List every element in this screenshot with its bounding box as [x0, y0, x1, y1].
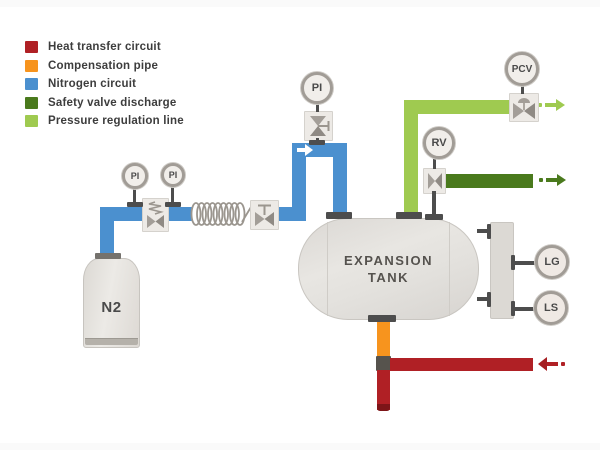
tank-label-line2: TANK — [367, 270, 410, 285]
heat-transfer-pipe-end — [377, 404, 390, 411]
safety-arrow-dot — [539, 178, 543, 182]
n2-bottle-label: N2 — [101, 298, 122, 316]
legend-label: Pressure regulation line — [48, 115, 184, 127]
rv-gauge-label: RV — [431, 137, 447, 149]
regulator-valve-icon — [147, 201, 164, 228]
level-gauge-column — [490, 222, 514, 319]
pcv-valve — [509, 93, 539, 122]
lg-instrument: LG — [535, 245, 569, 279]
tank-column-stem-lower — [477, 297, 490, 301]
legend: Heat transfer circuit Compensation pipe … — [25, 38, 184, 131]
pi2-stem — [171, 186, 174, 204]
regulation-arrow-shaft — [545, 103, 556, 107]
pi1-stem — [133, 187, 136, 204]
column-tick — [487, 224, 491, 239]
lg-stem — [512, 261, 535, 265]
pi-gauge-1-label: PI — [130, 171, 140, 181]
tank-top-flange-nitrogen — [326, 212, 352, 219]
regulation-arrow-dot — [538, 103, 542, 107]
expansion-tank: EXPANSION TANK — [298, 218, 479, 320]
pipe-junction — [376, 356, 391, 371]
legend-item-pressure-regulation: Pressure regulation line — [25, 112, 184, 130]
rv-gauge: RV — [423, 127, 455, 159]
legend-label: Nitrogen circuit — [48, 78, 137, 90]
nitrogen-pipe-riser-up — [292, 143, 306, 221]
heat-transfer-arrow-shaft — [547, 362, 558, 366]
pi-gauge-2: PI — [161, 163, 185, 187]
legend-label: Heat transfer circuit — [48, 41, 161, 53]
safety-arrow-shaft — [546, 178, 557, 182]
control-valve-icon — [513, 97, 535, 119]
rv-stem-upper — [433, 158, 436, 169]
pcv-gauge-label: PCV — [511, 63, 533, 75]
bottom-border — [0, 443, 600, 450]
compensation-swatch — [25, 59, 38, 72]
safety-arrow-icon — [557, 174, 566, 186]
nitrogen-swatch — [25, 78, 38, 90]
tank-bottom-flange — [368, 315, 396, 322]
n2-bottle: N2 — [83, 258, 140, 348]
rv-stem-lower — [432, 191, 436, 215]
legend-item-safety-discharge: Safety valve discharge — [25, 94, 184, 112]
relief-valve-icon — [427, 173, 442, 189]
coil-connector-icon — [188, 200, 252, 228]
pi-isolation-valve — [304, 111, 333, 141]
pi-gauge-3: PI — [301, 72, 333, 104]
pi-gauge-2-label: PI — [168, 170, 178, 180]
t-valve — [250, 200, 279, 230]
lg-instrument-label: LG — [544, 256, 560, 268]
tank-label-line1: EXPANSION — [343, 253, 434, 268]
column-tick — [511, 301, 515, 316]
pcv-gauge: PCV — [505, 52, 539, 86]
column-tick — [487, 292, 491, 307]
regulation-arrow-icon — [556, 99, 565, 111]
bottle-base — [85, 338, 138, 345]
heat-transfer-arrow-dot — [561, 362, 565, 366]
pi3-stem-upper — [316, 103, 319, 112]
tank-seam — [449, 222, 450, 316]
compensation-pipe-vertical — [377, 320, 390, 358]
regulation-pipe-horizontal — [404, 100, 510, 114]
tank-top-flange-regulation — [396, 212, 422, 219]
legend-item-compensation: Compensation pipe — [25, 57, 184, 75]
ls-instrument-label: LS — [543, 302, 559, 314]
pressure-regulation-swatch — [25, 115, 38, 127]
flow-arrow-shaft — [297, 148, 305, 152]
nitrogen-pipe-drop-to-tank — [333, 143, 347, 214]
t-valve-icon — [255, 204, 274, 226]
flow-arrow-icon — [305, 144, 313, 156]
column-tick — [511, 255, 515, 270]
pressure-regulator-valve — [142, 198, 169, 232]
ls-stem — [512, 307, 535, 311]
pi-gauge-1: PI — [122, 163, 148, 189]
safety-discharge-swatch — [25, 96, 38, 109]
legend-label: Compensation pipe — [48, 59, 159, 72]
pi3-foot — [309, 140, 325, 145]
legend-item-nitrogen: Nitrogen circuit — [25, 75, 184, 93]
tank-column-stem-upper — [477, 229, 490, 233]
heat-transfer-arrow-icon — [538, 357, 547, 371]
legend-item-heat-transfer: Heat transfer circuit — [25, 38, 184, 56]
heat-transfer-pipe-vertical — [377, 370, 390, 410]
pi1-foot — [127, 202, 143, 207]
regulation-pipe-vertical — [404, 101, 418, 213]
legend-label: Safety valve discharge — [48, 96, 177, 109]
heat-transfer-swatch — [25, 41, 38, 53]
tank-seam — [327, 222, 328, 316]
ls-instrument: LS — [534, 291, 568, 325]
tank-top-flange-rv — [425, 214, 443, 220]
bottle-collar — [95, 253, 121, 259]
globe-valve-icon — [309, 116, 329, 136]
nitrogen-pipe-bottle-riser — [100, 207, 114, 258]
pi2-foot — [165, 202, 181, 207]
safety-discharge-pipe — [444, 174, 533, 188]
heat-transfer-pipe-horizontal — [390, 358, 533, 371]
top-border — [0, 0, 600, 7]
pcv-stem — [521, 85, 524, 94]
pi-gauge-3-label: PI — [311, 82, 323, 94]
